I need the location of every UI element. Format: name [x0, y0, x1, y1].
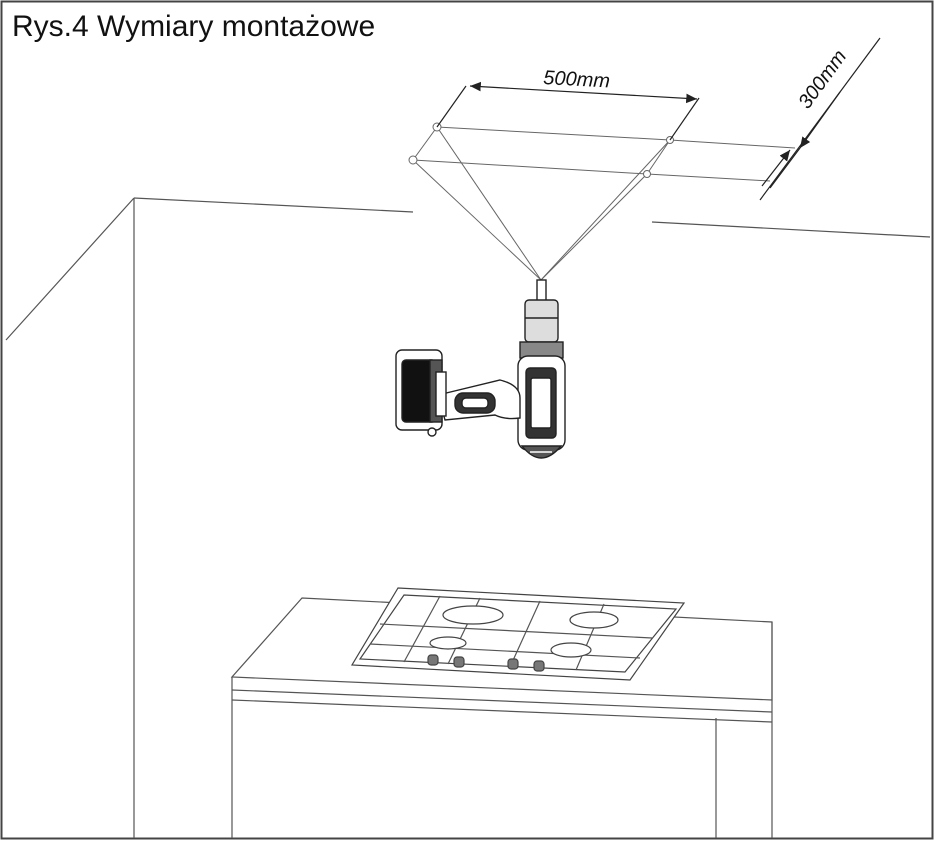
depth-label: 300mm: [794, 46, 851, 113]
figure-title: Rys.4 Wymiary montażowe: [12, 10, 376, 43]
dimension-300mm: [759, 37, 881, 201]
width-label: 500mm: [543, 67, 611, 92]
mounting-points: [408, 122, 674, 178]
drill-icon: [395, 279, 566, 459]
gas-hob-icon: [350, 587, 686, 681]
dimension-500mm: [436, 81, 700, 141]
kitchen-counter: [230, 597, 773, 838]
wall-outline: [5, 197, 931, 838]
ceiling-mount-plate: [412, 126, 796, 281]
